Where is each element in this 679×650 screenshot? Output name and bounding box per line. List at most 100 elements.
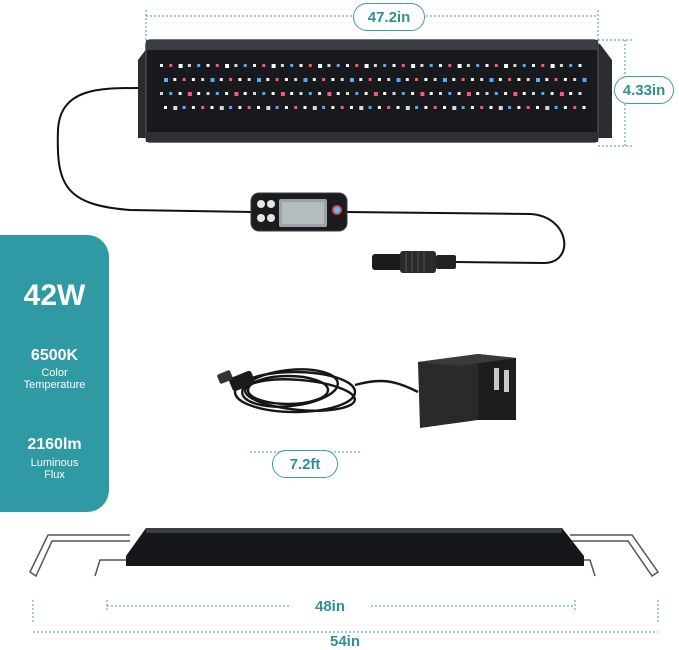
led	[424, 106, 428, 109]
led	[517, 106, 521, 109]
led	[336, 64, 340, 67]
led	[573, 78, 577, 81]
led	[536, 106, 539, 109]
height-label: 4.33in	[614, 76, 674, 104]
color-temperature-label-line2: Temperature	[23, 379, 86, 391]
led	[191, 78, 195, 81]
led	[373, 64, 377, 67]
led	[331, 106, 335, 109]
led	[303, 78, 308, 82]
led	[368, 78, 372, 81]
left-bracket	[29, 534, 130, 578]
led	[160, 92, 163, 95]
led	[550, 64, 555, 68]
led	[164, 78, 168, 82]
led	[578, 92, 582, 95]
led	[541, 64, 545, 67]
led	[373, 92, 378, 96]
led	[569, 92, 573, 95]
led	[498, 78, 502, 81]
led	[225, 64, 230, 68]
led	[201, 78, 205, 81]
led	[327, 64, 331, 67]
led	[238, 106, 242, 109]
led	[504, 64, 509, 68]
led	[280, 92, 285, 96]
max-length-label: 54in	[329, 633, 360, 650]
led	[294, 106, 298, 109]
power-value: 42W	[23, 279, 86, 312]
led	[290, 92, 294, 95]
led	[201, 106, 205, 109]
led	[262, 92, 266, 95]
power-adapter	[217, 354, 516, 428]
controller-up-icon	[257, 200, 265, 208]
luminous-flux-value: 2160lm	[27, 436, 82, 453]
led	[318, 92, 322, 95]
led	[169, 64, 173, 67]
led	[290, 64, 294, 67]
controller-power-icon	[257, 214, 265, 222]
led	[387, 106, 391, 109]
led	[383, 92, 387, 95]
led	[545, 78, 549, 81]
led	[405, 106, 410, 110]
led	[517, 78, 521, 81]
led	[578, 64, 582, 67]
led	[215, 64, 219, 67]
led	[318, 64, 323, 68]
led	[243, 92, 247, 95]
led	[470, 106, 474, 109]
color-temperature-label: Color Temperature	[0, 367, 109, 391]
led	[559, 64, 563, 67]
led	[331, 78, 335, 81]
luminous-flux-label-line2: Flux	[44, 469, 65, 481]
led	[522, 92, 526, 95]
led	[405, 78, 409, 81]
led	[532, 92, 535, 95]
led	[178, 92, 182, 95]
led	[262, 64, 266, 67]
led	[322, 106, 326, 109]
led	[554, 106, 558, 109]
led	[582, 78, 587, 82]
led	[494, 64, 498, 67]
led	[401, 92, 405, 95]
led	[485, 64, 489, 67]
led	[178, 64, 183, 68]
led	[448, 64, 452, 67]
led	[257, 78, 261, 82]
led	[396, 106, 400, 109]
led	[489, 78, 494, 82]
led	[457, 92, 461, 95]
led	[476, 64, 480, 67]
cable-length-label: 7.2ft	[272, 450, 338, 478]
light-cable	[56, 87, 253, 213]
led-light-bar	[138, 39, 612, 143]
led	[448, 92, 452, 95]
led	[182, 106, 186, 109]
led	[573, 106, 577, 109]
controller-cable	[345, 211, 566, 265]
led	[526, 106, 530, 109]
led	[439, 64, 442, 67]
led	[392, 64, 396, 67]
led	[247, 78, 251, 81]
led	[582, 106, 586, 109]
led	[350, 106, 353, 109]
led	[443, 78, 447, 82]
led	[415, 106, 419, 109]
led	[336, 92, 340, 95]
led	[210, 78, 215, 82]
led	[433, 106, 437, 109]
led	[308, 92, 312, 95]
led	[160, 64, 163, 67]
led	[284, 78, 288, 81]
led	[355, 92, 359, 95]
led	[439, 92, 442, 95]
led	[420, 64, 424, 67]
led	[253, 64, 256, 67]
led	[280, 64, 284, 67]
led	[396, 78, 401, 82]
led	[532, 64, 535, 67]
